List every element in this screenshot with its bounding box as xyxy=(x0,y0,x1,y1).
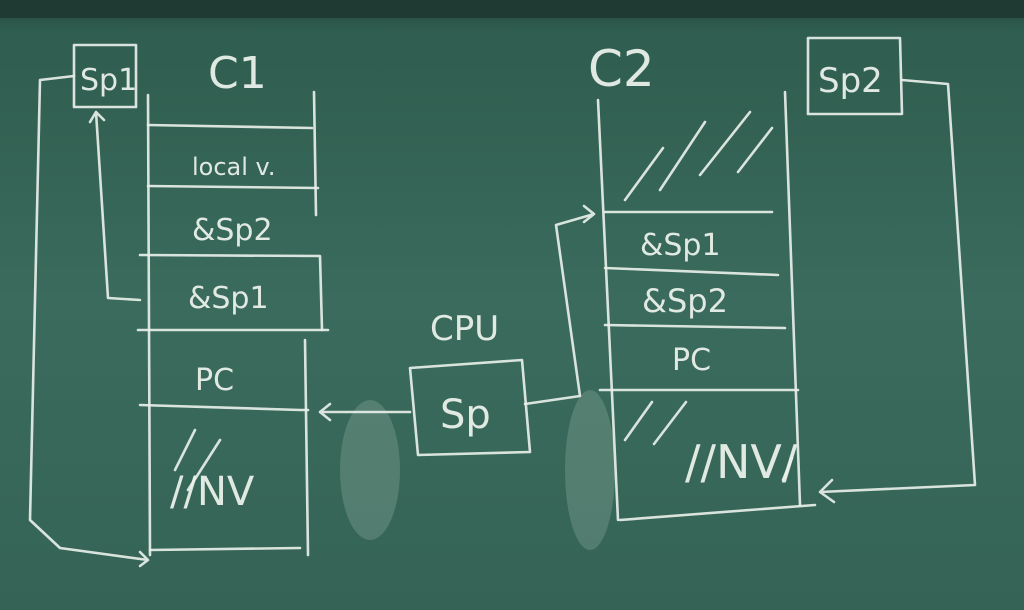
hatch xyxy=(623,110,774,202)
hatch xyxy=(623,400,794,482)
sp2-to-bottom-arrow xyxy=(818,78,977,504)
right-stack-right-edge xyxy=(783,90,802,507)
right-stack-left-edge xyxy=(596,98,620,522)
cpu-title: CPU xyxy=(430,309,499,349)
cell-label: &Sp2 xyxy=(192,213,273,248)
hatch xyxy=(173,428,222,492)
cell-label: &Sp1 xyxy=(640,228,721,263)
right-stack-title: C2 xyxy=(588,40,655,98)
smudge xyxy=(340,400,400,540)
cell-divider xyxy=(603,323,787,330)
right-stack xyxy=(596,90,817,522)
cell-label: PC xyxy=(672,343,711,378)
left-stack-left-edge xyxy=(146,93,152,557)
cell-divider xyxy=(138,403,310,412)
cell-divider xyxy=(146,184,320,190)
sp1-back-arrow xyxy=(88,110,142,302)
cpu-register-box xyxy=(408,358,532,457)
smudge xyxy=(565,390,615,550)
left-stack-bottom xyxy=(148,546,302,552)
cpu-to-c1-arrow xyxy=(318,402,412,422)
sp1-label: Sp1 xyxy=(80,63,137,98)
cpu-register-label: Sp xyxy=(440,392,491,438)
cpu-to-c2-arrow xyxy=(523,204,596,406)
board-frame xyxy=(0,0,1024,18)
left-stack-right-edge-lower xyxy=(303,338,310,557)
cell-divider xyxy=(138,253,324,332)
cell-label: //NV/ xyxy=(685,435,798,489)
cell-label: local v. xyxy=(192,153,276,181)
sp1-to-bottom-arrow xyxy=(28,74,150,568)
sp2-box xyxy=(806,36,904,116)
cell-label: &Sp2 xyxy=(642,282,728,320)
left-stack-title: C1 xyxy=(208,48,267,99)
sp2-label: Sp2 xyxy=(818,61,883,101)
right-stack-bottom xyxy=(618,503,817,522)
left-stack-right-edge xyxy=(312,90,318,217)
cell-label: PC xyxy=(195,363,234,398)
cell-label: //NV xyxy=(170,469,255,515)
left-stack xyxy=(136,90,330,557)
cell-divider xyxy=(146,123,314,130)
cell-label: &Sp1 xyxy=(188,281,269,316)
cell-divider xyxy=(603,266,780,277)
